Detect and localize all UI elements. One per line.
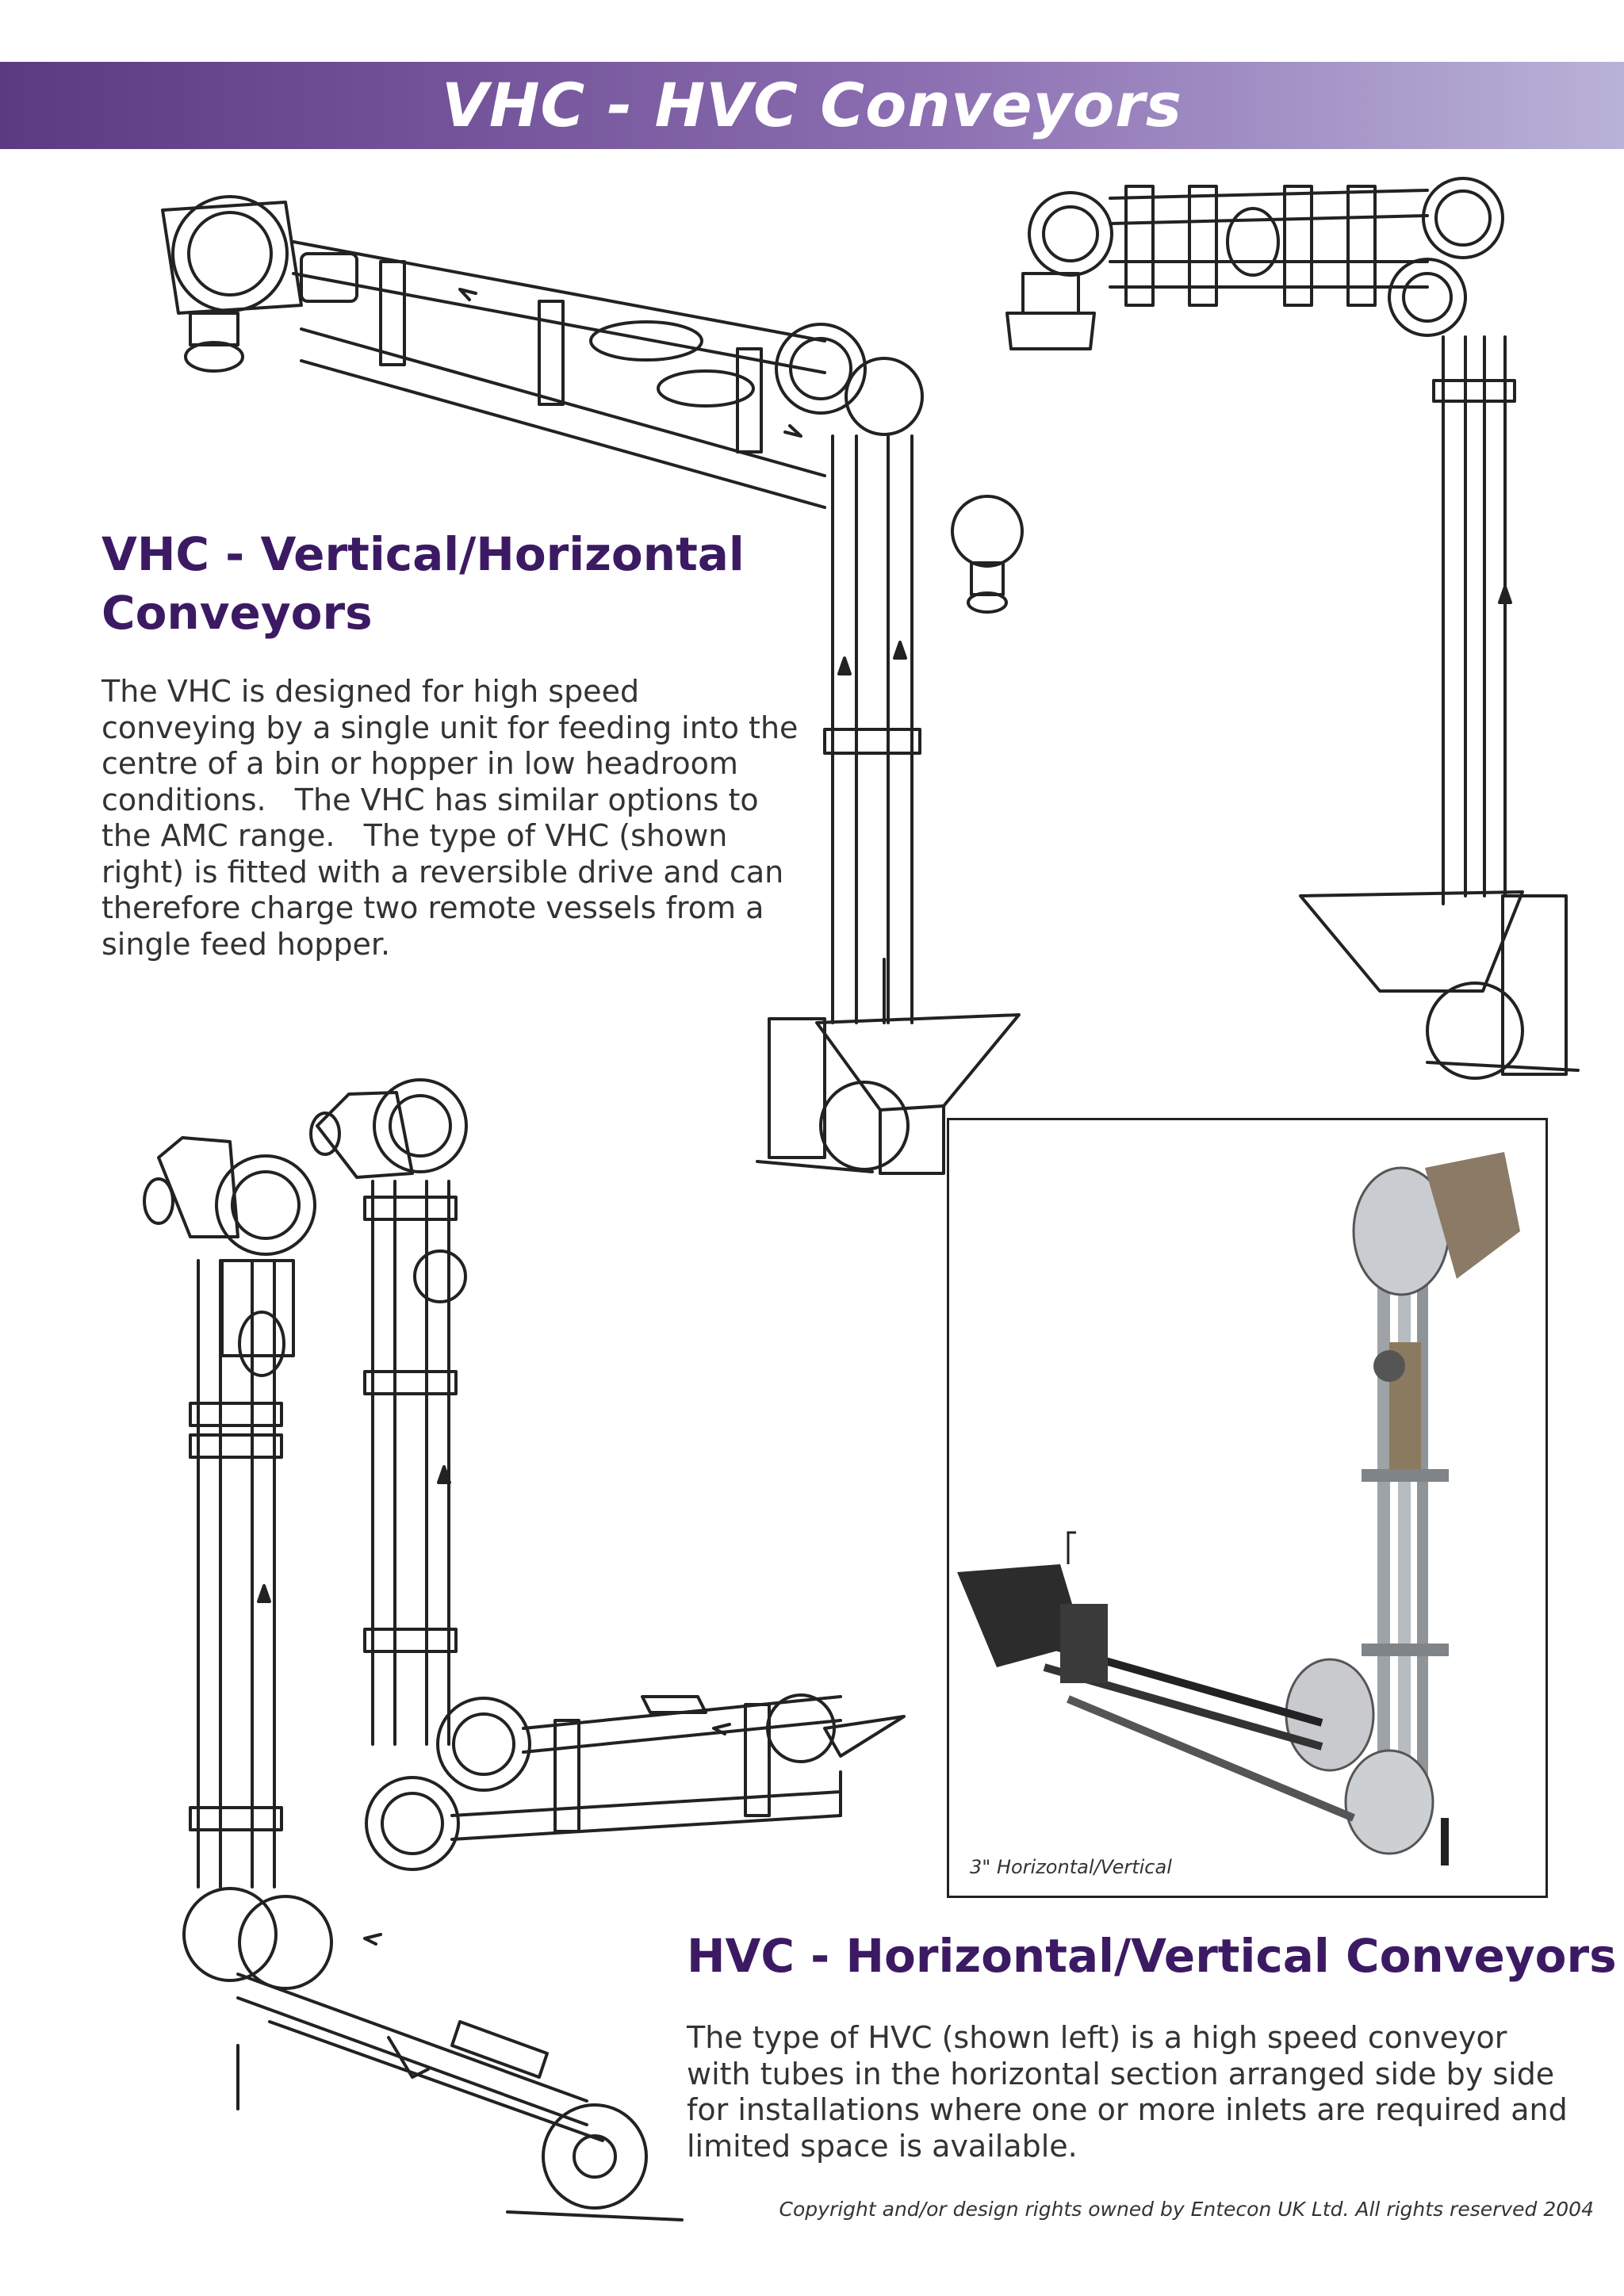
- conveyor-photo-image: [949, 1120, 1545, 1896]
- hvc-line: with tubes in the horizontal section arr…: [687, 2056, 1555, 2091]
- vhc-heading-line2: Conveyors: [102, 586, 373, 640]
- vhc-line: conditions. The VHC has similar options …: [102, 782, 759, 817]
- vhc-diagram-left: [161, 195, 1024, 1175]
- vhc-line: conveying by a single unit for feeding i…: [102, 710, 799, 745]
- vhc-description: The VHC is designed for high speed conve…: [102, 674, 815, 962]
- vhc-line: centre of a bin or hopper in low headroo…: [102, 746, 738, 781]
- photo-caption: 3" Horizontal/Vertical: [970, 1856, 1172, 1878]
- hvc-line: The type of HVC (shown left) is a high s…: [687, 2020, 1507, 2055]
- vhc-diagram-right: [1005, 177, 1580, 1080]
- vhc-heading-line1: VHC - Vertical/Horizontal: [102, 527, 745, 581]
- vhc-line: the AMC range. The type of VHC (shown: [102, 818, 728, 853]
- hvc-diagram-left: [143, 1136, 684, 2221]
- hvc-line: limited space is available.: [687, 2128, 1078, 2164]
- product-photo: 3" Horizontal/Vertical: [947, 1118, 1548, 1898]
- vhc-line: single feed hopper.: [102, 926, 391, 962]
- vhc-line: The VHC is designed for high speed: [102, 674, 640, 709]
- page-title: VHC - HVC Conveyors: [442, 70, 1182, 140]
- copyright-notice: Copyright and/or design rights owned by …: [779, 2198, 1594, 2221]
- hvc-diagram-middle: [309, 1078, 906, 1871]
- vhc-line: right) is fitted with a reversible drive…: [102, 854, 784, 890]
- hvc-line: for installations where one or more inle…: [687, 2092, 1568, 2127]
- hvc-heading: HVC - Horizontal/Vertical Conveyors: [687, 1929, 1617, 1983]
- vhc-heading: VHC - Vertical/Horizontal Conveyors: [102, 525, 745, 642]
- hvc-description: The type of HVC (shown left) is a high s…: [687, 2020, 1575, 2164]
- vhc-line: therefore charge two remote vessels from…: [102, 890, 764, 925]
- title-banner: VHC - HVC Conveyors: [0, 62, 1624, 149]
